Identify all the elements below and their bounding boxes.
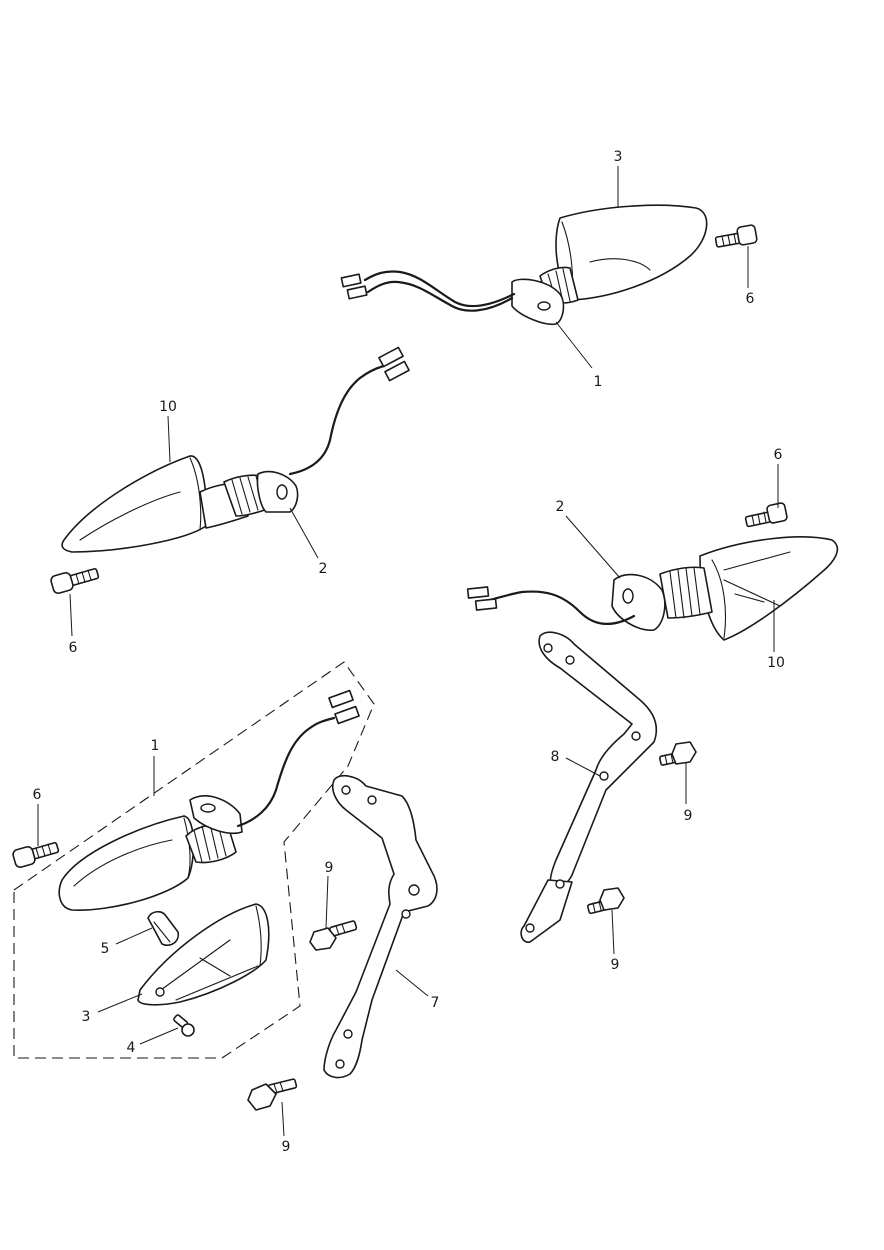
- callout-1-group: 1: [151, 738, 160, 754]
- screw-top-right: [714, 224, 758, 248]
- indicator-group: [58, 689, 360, 911]
- bracket-7: [323, 774, 438, 1079]
- bolt-bottom: [247, 1078, 298, 1111]
- bulb-5: [147, 910, 180, 947]
- bolt-mid: [309, 920, 358, 951]
- indicator-left: [61, 346, 410, 553]
- indicator-right: [466, 536, 839, 641]
- callout-2-right: 2: [556, 499, 565, 515]
- callout-6-left: 6: [69, 640, 78, 656]
- screw-4: [173, 1014, 195, 1037]
- callout-9-bottom: 9: [282, 1139, 291, 1155]
- callout-9-mid: 9: [325, 860, 334, 876]
- group-boundary: [13, 661, 375, 1059]
- callout-9-right-upper: 9: [684, 808, 693, 824]
- callout-8: 8: [551, 749, 560, 765]
- callout-labels: 3 6 1 10 2 6 6 2 10 1 6 8 9 9 9 5 3 4 7 …: [33, 149, 785, 1155]
- callout-10-right: 10: [767, 655, 785, 671]
- leader-lines: [37, 166, 779, 1137]
- callout-3-group: 3: [82, 1009, 91, 1025]
- callout-7: 7: [431, 995, 440, 1011]
- lens-3-group: [137, 903, 270, 1006]
- callout-9-right-lower: 9: [611, 957, 620, 973]
- callout-6-group: 6: [33, 787, 42, 803]
- callout-1-top: 1: [594, 374, 603, 390]
- bolt-right-upper: [659, 741, 697, 766]
- callout-3-top: 3: [614, 149, 623, 165]
- indicator-assembly-top: [340, 204, 708, 326]
- callout-5: 5: [101, 941, 110, 957]
- callout-2-left: 2: [319, 561, 328, 577]
- screw-right: [744, 502, 788, 528]
- callout-10-left: 10: [159, 399, 177, 415]
- bolt-right-lower: [587, 887, 625, 915]
- callout-6-right: 6: [774, 447, 783, 463]
- screw-group: [12, 842, 60, 869]
- bracket-8: [520, 631, 658, 943]
- screw-left: [50, 568, 100, 595]
- callout-6-top: 6: [746, 291, 755, 307]
- callout-4: 4: [127, 1040, 136, 1056]
